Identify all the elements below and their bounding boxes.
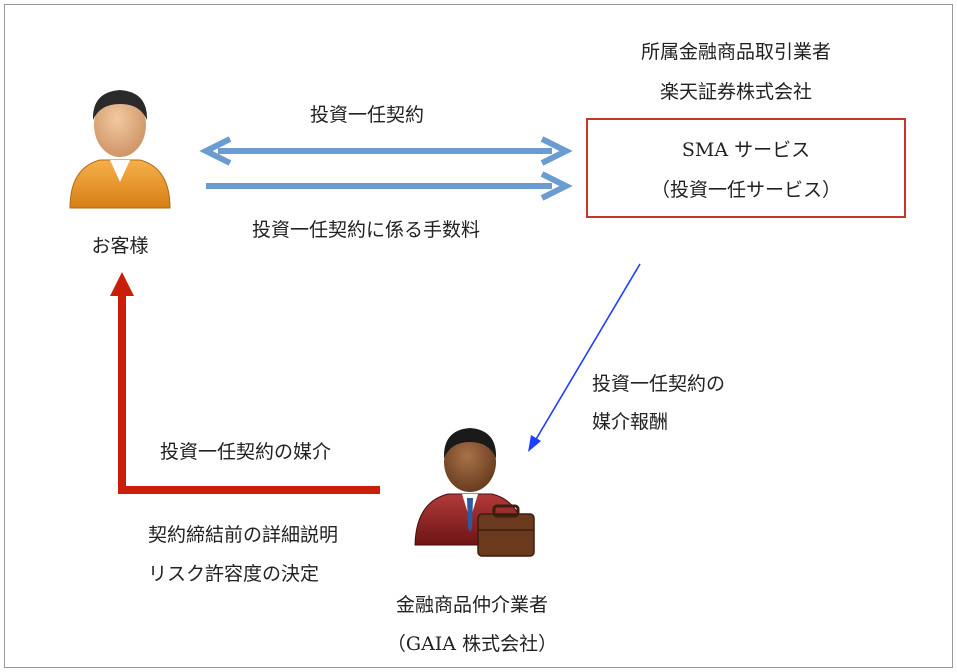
firm-heading-line1: 所属金融商品取引業者	[640, 41, 831, 63]
fee-arrow	[206, 171, 573, 201]
diagram-frame	[4, 4, 953, 668]
commission-label-line1: 投資一任契約の	[592, 373, 726, 395]
broker-avatar-icon	[414, 428, 535, 557]
sma-service-sublabel: （投資一任サービス）	[650, 179, 841, 201]
customer-avatar-icon	[69, 90, 171, 209]
contract-double-arrow	[199, 136, 573, 166]
sma-service-box	[586, 118, 906, 218]
firm-heading-line2: 楽天証券株式会社	[659, 81, 812, 103]
fee-label: 投資一任契約に係る手数料	[252, 219, 481, 241]
commission-label-line2: 媒介報酬	[592, 411, 669, 433]
intermediation-arrow	[110, 272, 380, 494]
duty-label-line2: リスク許容度の決定	[148, 563, 320, 585]
contract-label: 投資一任契約	[310, 104, 425, 126]
commission-arrow	[528, 263, 641, 452]
customer-label: お客様	[91, 235, 149, 257]
broker-label-line1: 金融商品仲介業者	[395, 594, 548, 616]
duty-label-line1: 契約締結前の詳細説明	[148, 524, 339, 546]
sma-service-label: SMA サービス	[681, 139, 811, 161]
broker-label-line2: （GAIA 株式会社）	[386, 633, 558, 655]
intermediation-label: 投資一任契約の媒介	[160, 441, 332, 463]
